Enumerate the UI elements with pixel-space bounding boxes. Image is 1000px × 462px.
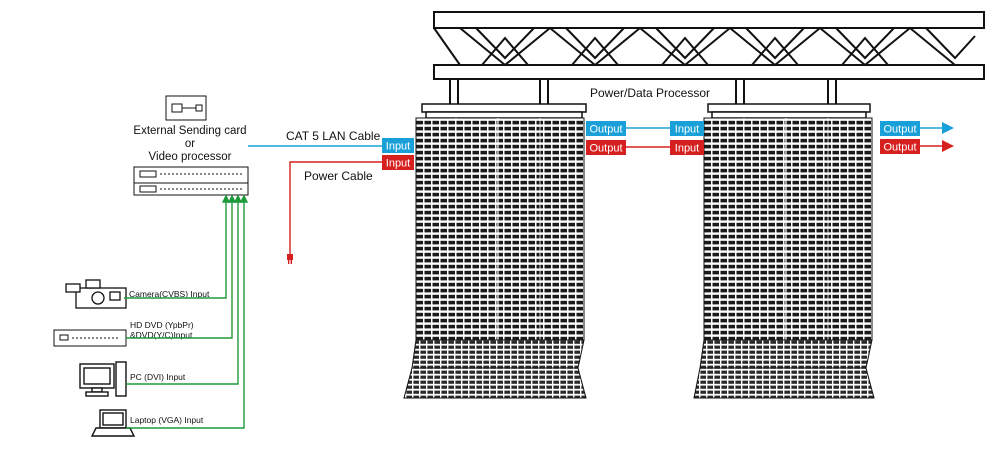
output-tag-label: Output bbox=[589, 143, 622, 155]
output-tag-data-right: Output bbox=[880, 121, 920, 136]
input-tag-label: Input bbox=[386, 158, 410, 170]
pc-monitor-icon bbox=[79, 361, 127, 397]
laptop-icon bbox=[90, 409, 136, 437]
power-cable-label: Power Cable bbox=[304, 169, 373, 183]
video-processor-icon bbox=[133, 166, 249, 196]
processor-label: Power/Data Processor bbox=[590, 86, 710, 100]
truss-icon bbox=[433, 11, 985, 106]
led-curtain-icon bbox=[403, 117, 875, 399]
input-tag-data-right: Input bbox=[670, 121, 704, 136]
input-tag-label: Input bbox=[675, 143, 699, 155]
input-tag-power-left: Input bbox=[382, 155, 414, 170]
arrow-right-icon bbox=[942, 122, 954, 134]
arrow-right-icon bbox=[942, 140, 954, 152]
usb-sender-icon bbox=[165, 95, 207, 121]
sender-label-line2: or bbox=[185, 138, 195, 150]
input-cables bbox=[124, 194, 249, 429]
hanging-bar-left bbox=[421, 103, 587, 119]
camera-icon bbox=[65, 279, 127, 309]
laptop-input-label: Laptop (VGA) Input bbox=[130, 415, 204, 425]
input-tag-label: Input bbox=[386, 141, 410, 153]
power-cable bbox=[289, 161, 382, 254]
hddvd-input-label-line1: HD DVD (YpbPr) bbox=[130, 320, 194, 330]
output-tag-label: Output bbox=[883, 142, 916, 154]
output-tag-data-left: Output bbox=[586, 121, 626, 136]
lan-cable-label: CAT 5 LAN Cable bbox=[286, 129, 381, 143]
hanging-bar-right bbox=[707, 103, 871, 119]
input-tag-label: Input bbox=[675, 124, 699, 136]
dvd-player-icon bbox=[53, 329, 127, 347]
pc-input-label: PC (DVI) Input bbox=[130, 372, 186, 382]
power-plug-icon bbox=[287, 254, 293, 264]
output-tag-label: Output bbox=[883, 124, 916, 136]
output-tag-power-left: Output bbox=[586, 140, 626, 155]
input-tag-power-right: Input bbox=[670, 140, 704, 155]
sender-label-line1: External Sending card bbox=[133, 125, 246, 137]
output-tag-label: Output bbox=[589, 124, 622, 136]
sender-label-line3: Video processor bbox=[149, 151, 232, 163]
input-tag-data-left: Input bbox=[382, 138, 414, 153]
hddvd-input-label-line2: &DVD(Y/C)Input bbox=[130, 330, 193, 340]
output-tag-power-right: Output bbox=[880, 139, 920, 154]
camera-input-label: Camera(CVBS) Input bbox=[129, 289, 210, 299]
